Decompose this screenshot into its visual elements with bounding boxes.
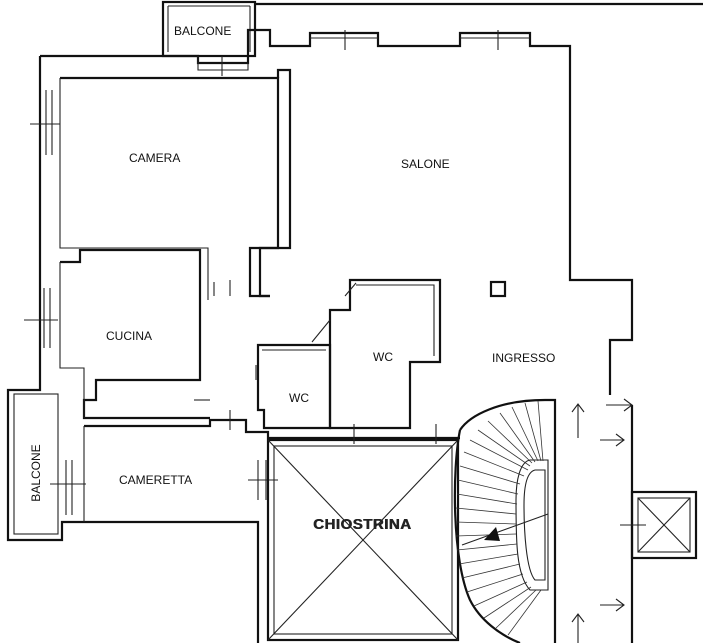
- room-label-wc-small: WC: [289, 391, 309, 405]
- wc-small-walls: [256, 343, 332, 430]
- room-label-chiostrina: CHIOSTRINA: [313, 516, 412, 533]
- spiral-staircase: [453, 398, 557, 643]
- room-label-wc-large: WC: [373, 350, 393, 364]
- room-label-cameretta: CAMERETTA: [119, 473, 193, 487]
- stair-arrows: [571, 398, 633, 643]
- ingresso-shaft: [489, 280, 507, 298]
- camera-walls: [60, 76, 280, 298]
- room-label-balcone-top: BALCONE: [174, 24, 232, 38]
- cameretta-walls: [84, 418, 460, 440]
- wc-large-walls: [328, 278, 442, 430]
- room-label-salone: SALONE: [401, 157, 450, 171]
- room-label-balcone-left: BALCONE: [29, 444, 43, 502]
- room-label-cucina: CUCINA: [106, 329, 153, 343]
- outer-wall-left: [6, 56, 260, 643]
- room-label-camera: CAMERA: [129, 151, 181, 165]
- window-marks: [221, 30, 530, 444]
- right-shaft: [620, 490, 698, 560]
- outer-wall-west: [40, 28, 634, 395]
- chiostrina-well: [266, 438, 460, 642]
- room-label-ingresso: INGRESSO: [492, 351, 556, 365]
- salone-walls: [258, 68, 292, 298]
- balcone-left-inner: [13, 393, 59, 535]
